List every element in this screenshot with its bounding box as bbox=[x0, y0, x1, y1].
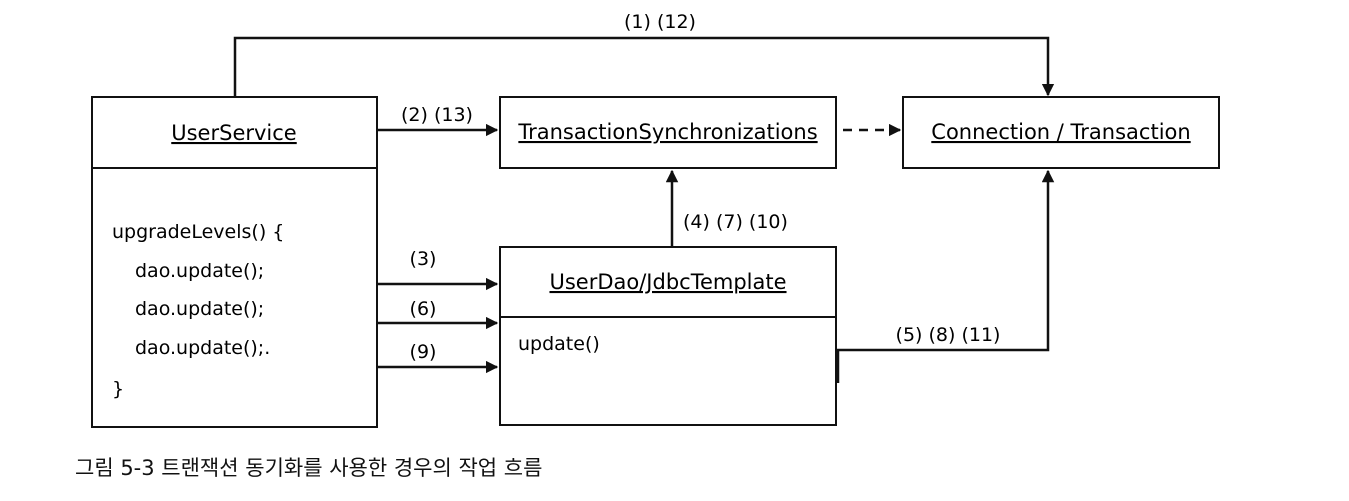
edge-label-5-8-11: (5) (8) (11) bbox=[896, 324, 1001, 346]
edge-label-2-13: (2) (13) bbox=[401, 104, 473, 126]
code-line-1: upgradeLevels() { bbox=[112, 221, 284, 243]
connection-transaction-box: Connection / Transaction bbox=[902, 96, 1220, 169]
edge-label-1-12: (1) (12) bbox=[624, 11, 696, 33]
code-line-4: dao.update();. bbox=[135, 337, 270, 359]
code-line-2: dao.update(); bbox=[135, 260, 264, 282]
edge-dao-to-connection bbox=[836, 169, 1055, 383]
transaction-flow-diagram: UserService upgradeLevels() { dao.update… bbox=[91, 11, 1220, 428]
user-service-title: UserService bbox=[171, 121, 296, 145]
edge-label-3: (3) bbox=[410, 248, 437, 270]
edge-label-6: (6) bbox=[410, 298, 437, 320]
edge-label-9: (9) bbox=[410, 341, 437, 363]
connection-transaction-title: Connection / Transaction bbox=[931, 120, 1190, 144]
code-line-5: } bbox=[112, 378, 124, 400]
edge-service-to-connection bbox=[233, 36, 1055, 97]
transaction-synchronizations-title: TransactionSynchronizations bbox=[517, 120, 817, 144]
user-dao-box: UserDao/JdbcTemplate update() bbox=[499, 246, 837, 426]
user-service-box: UserService upgradeLevels() { dao.update… bbox=[91, 96, 378, 428]
figure-caption: 그림 5-3 트랜잭션 동기화를 사용한 경우의 작업 흐름 bbox=[75, 456, 543, 480]
user-dao-method: update() bbox=[518, 333, 600, 355]
code-line-3: dao.update(); bbox=[135, 298, 264, 320]
edge-label-4-7-10: (4) (7) (10) bbox=[683, 211, 788, 233]
user-dao-title: UserDao/JdbcTemplate bbox=[549, 270, 786, 294]
transaction-synchronizations-box: TransactionSynchronizations bbox=[499, 96, 837, 169]
